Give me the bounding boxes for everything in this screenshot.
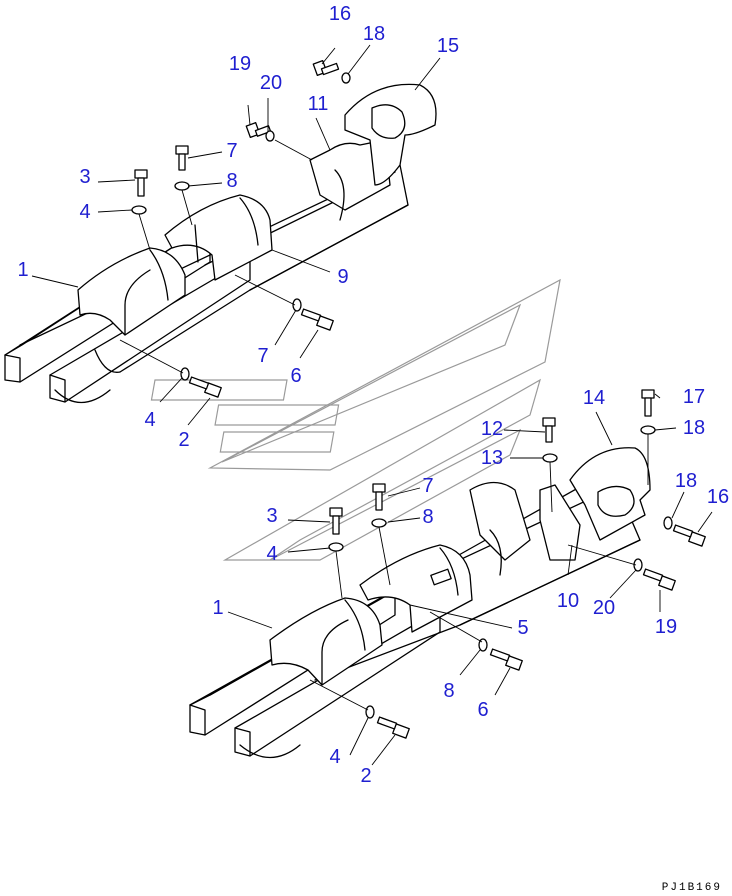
callout-label: 19: [655, 616, 677, 638]
callout-label: 2: [178, 429, 189, 451]
lower-assembly: [189, 389, 713, 766]
watermark-logo: [150, 278, 561, 561]
bolt-icon: [672, 524, 706, 547]
callout-label: 4: [329, 746, 340, 768]
bolt-icon: [134, 169, 148, 197]
bolt-icon: [175, 145, 189, 171]
callout-label: 8: [226, 170, 237, 192]
washer-icon: [640, 425, 656, 435]
callout-label: 7: [226, 140, 237, 162]
washer-icon: [633, 558, 643, 572]
callout-label: 8: [422, 506, 433, 528]
washer-icon: [174, 181, 190, 191]
callout-label: 2: [360, 765, 371, 787]
callout-label: 1: [17, 259, 28, 281]
diagram-code: PJ1B169: [662, 882, 722, 894]
upper-assembly: [4, 44, 441, 426]
bolt-icon: [188, 376, 222, 398]
washer-icon: [180, 367, 190, 381]
callout-label: 8: [443, 680, 454, 702]
bolt-icon: [300, 308, 334, 331]
callouts-upper: 16 18 15 19 20 11 7 3 8 4 9 1 7 6 4 2: [17, 3, 459, 451]
bolt-icon: [245, 122, 272, 138]
callouts-lower: 14 17 12 18 13 18 16 7 3 8 4 10 20 19 1 …: [212, 386, 729, 787]
callout-label: 16: [707, 486, 729, 508]
callout-label: 10: [557, 590, 579, 612]
callout-label: 3: [266, 505, 277, 527]
washer-icon: [265, 130, 275, 142]
washer-icon: [478, 638, 488, 652]
washer-icon: [292, 298, 302, 312]
callout-label: 18: [675, 470, 697, 492]
callout-label: 11: [308, 93, 329, 115]
washer-icon: [542, 453, 558, 463]
callout-label: 16: [329, 3, 351, 25]
bolt-icon: [489, 648, 523, 671]
washer-icon: [131, 205, 147, 215]
callout-label: 17: [683, 386, 705, 408]
bolt-icon: [642, 568, 676, 591]
bolt-icon: [372, 483, 386, 511]
callout-label: 7: [257, 345, 268, 367]
callout-label: 15: [437, 35, 459, 57]
callout-label: 4: [266, 543, 277, 565]
callout-label: 18: [683, 417, 705, 439]
callout-label: 20: [260, 72, 282, 94]
washer-icon: [371, 518, 387, 528]
bolt-icon: [542, 417, 556, 443]
callout-label: 7: [422, 475, 433, 497]
callout-label: 3: [79, 166, 90, 188]
callout-label: 1: [212, 597, 223, 619]
bolt-icon: [641, 389, 655, 417]
callout-label: 4: [79, 201, 90, 223]
callout-label: 12: [481, 418, 503, 440]
callout-label: 18: [363, 23, 385, 45]
callout-label: 6: [290, 365, 301, 387]
washer-icon: [328, 542, 344, 552]
bolt-icon: [329, 507, 343, 535]
callout-label: 9: [337, 266, 348, 288]
callout-label: 13: [481, 447, 503, 469]
callout-label: 14: [583, 387, 605, 409]
washer-icon: [663, 516, 673, 530]
bolt-icon: [312, 60, 340, 76]
washer-icon: [365, 705, 375, 719]
callout-label: 19: [229, 53, 251, 75]
washer-icon: [341, 72, 351, 84]
callout-label: 5: [517, 617, 528, 639]
bolt-icon: [376, 716, 410, 739]
callout-label: 20: [593, 597, 615, 619]
callout-label: 4: [144, 409, 155, 431]
callout-label: 6: [477, 699, 488, 721]
